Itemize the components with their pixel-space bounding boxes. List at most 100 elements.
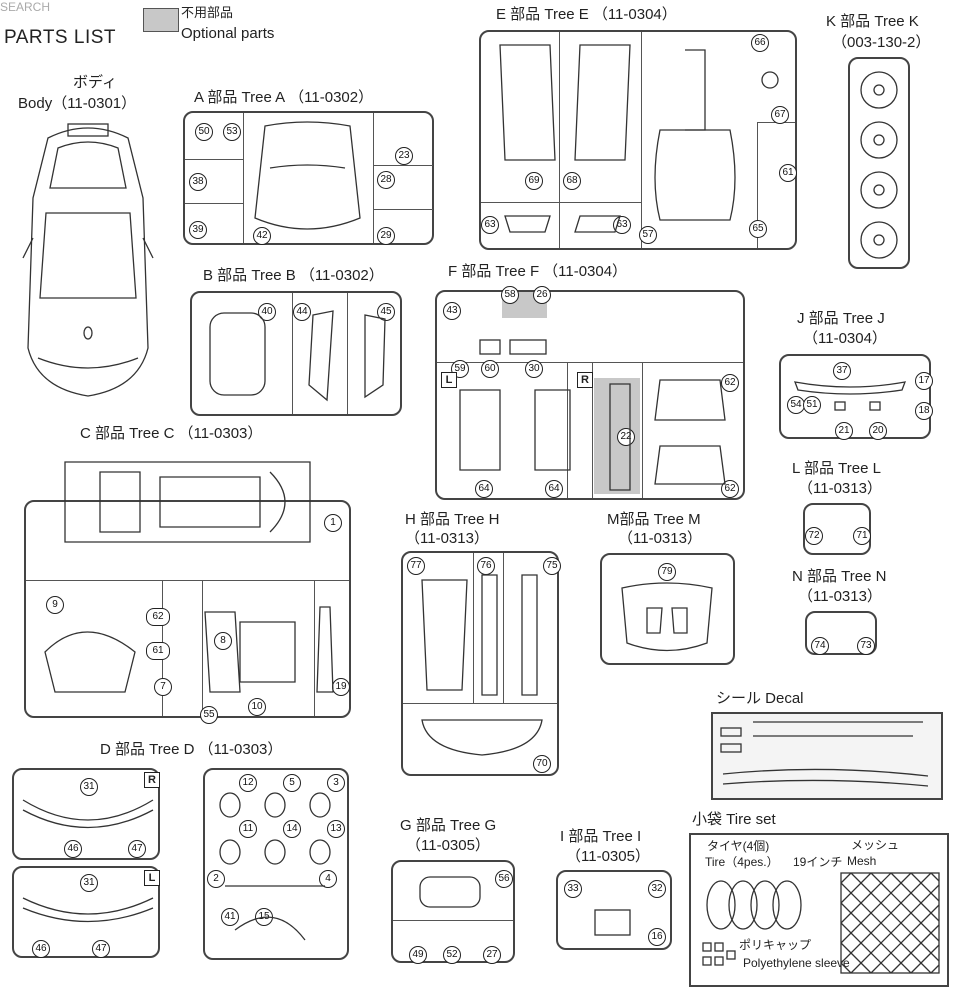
tree-k-wheels-drawing [860, 71, 898, 259]
part-number: 62 [721, 374, 739, 392]
part-number: 62 [146, 608, 170, 626]
part-number: 79 [658, 563, 676, 581]
tree-i-label: I 部品 Tree I [560, 828, 642, 845]
part-number: 74 [811, 637, 829, 655]
mesh-label-en: Mesh [847, 854, 877, 868]
part-number: 9 [46, 596, 64, 614]
part-number: 54 [787, 396, 805, 414]
part-number: 71 [853, 527, 871, 545]
tree-l-frame: 72 71 [803, 503, 871, 555]
mesh-drawing [840, 872, 940, 974]
watermark: SEARCH [0, 0, 51, 14]
tree-a-frame: 50 53 23 38 28 39 42 29 [183, 111, 434, 245]
tree-k-frame [848, 57, 910, 269]
tire-set-label: 小袋 Tire set [692, 811, 776, 828]
tree-d-wheels-drawing [219, 792, 331, 941]
part-number: 38 [189, 173, 207, 191]
tree-m-hood-drawing [621, 582, 713, 652]
tree-n-frame: 74 73 [805, 611, 877, 655]
marker-r: R [144, 772, 160, 788]
tree-j-parts-drawing [793, 381, 907, 411]
part-number: 28 [377, 171, 395, 189]
part-number: 29 [377, 227, 395, 245]
tree-e-interior-drawing [499, 44, 779, 233]
part-number: 68 [563, 172, 581, 190]
part-number: 13 [327, 820, 345, 838]
tree-j-frame: 37 17 54 51 18 21 20 [779, 354, 933, 440]
part-number: 69 [525, 172, 543, 190]
tree-f-seats-drawing [459, 339, 726, 491]
tree-j-id: （11-0304） [803, 330, 887, 347]
part-number: 11 [239, 820, 257, 838]
part-number: 43 [443, 302, 461, 320]
part-number: 61 [146, 642, 170, 660]
tree-c-frame: 1 9 62 61 7 8 10 55 19 [24, 500, 351, 724]
body-shell-drawing [22, 123, 154, 397]
tree-n-label: N 部品 Tree N [792, 568, 887, 585]
part-number: 5 [283, 774, 301, 792]
part-number: 46 [32, 940, 50, 958]
part-number: 21 [835, 422, 853, 440]
part-number: 51 [803, 396, 821, 414]
part-number: 57 [639, 226, 657, 244]
part-number: 8 [214, 632, 232, 650]
part-number: 18 [915, 402, 933, 420]
part-number: 23 [395, 147, 413, 165]
part-number: 41 [221, 908, 239, 926]
part-number: 73 [857, 637, 875, 655]
tree-b-label: B 部品 Tree B（11-0302） [203, 267, 384, 284]
part-number: 26 [533, 286, 551, 304]
part-number: 50 [195, 123, 213, 141]
part-number: 3 [327, 774, 345, 792]
tree-i-parts-drawing [594, 909, 631, 936]
tree-j-label: J 部品 Tree J [797, 310, 885, 327]
tree-e-frame: 66 67 69 68 61 63 63 57 65 [479, 30, 797, 250]
part-number: 49 [409, 946, 427, 964]
tree-m-id: （11-0313） [618, 530, 702, 547]
part-number: 75 [543, 557, 561, 575]
tree-g-parts-drawing [419, 876, 481, 908]
tree-m-frame: 79 [600, 553, 735, 665]
tree-k-id: （003-130-2） [832, 34, 931, 51]
tire-label-en: Tire（4pes.） [705, 855, 779, 869]
tire-size: 19インチ [793, 855, 843, 869]
part-number: 10 [248, 698, 266, 716]
tree-d-label: D 部品 Tree D（11-0303） [100, 741, 283, 758]
part-number: 65 [749, 220, 767, 238]
parts-list-title: PARTS LIST [4, 27, 116, 48]
part-number: 63 [613, 216, 631, 234]
part-number: 1 [324, 514, 342, 532]
body-label: Body（11-0301） [18, 95, 137, 112]
tire-set-box: タイヤ(4個) Tire（4pes.） 19インチ メッシュ Mesh ポリキャ… [689, 833, 949, 987]
tree-g-frame: 56 49 52 27 [391, 860, 515, 964]
marker-r: R [577, 372, 593, 388]
part-number: 12 [239, 774, 257, 792]
part-number: 17 [915, 372, 933, 390]
marker-l: L [441, 372, 457, 388]
part-number: 60 [481, 360, 499, 378]
tree-d-left-bottom: L 31 46 47 [12, 866, 160, 958]
decal-sheet [711, 712, 943, 800]
part-number: 64 [545, 480, 563, 498]
tree-n-id: （11-0313） [798, 588, 882, 605]
part-number: 2 [207, 870, 225, 888]
tree-c-label: C 部品 Tree C（11-0303） [80, 425, 263, 442]
tree-m-label: M部品 Tree M [607, 511, 701, 528]
tree-c-chassis-drawing [64, 461, 311, 543]
tree-a-roof-drawing [254, 121, 361, 230]
tires-drawing [706, 880, 802, 930]
tree-i-id: （11-0305） [566, 848, 650, 865]
part-number: 47 [92, 940, 110, 958]
part-number: 61 [779, 164, 797, 182]
tree-k-label: K 部品 Tree K [826, 13, 919, 30]
tree-h-id: （11-0313） [405, 530, 489, 547]
part-number: 16 [648, 928, 666, 946]
part-number: 66 [751, 34, 769, 52]
tree-h-bumpers-drawing [421, 574, 543, 756]
tree-d-left-top: R 31 46 47 [12, 768, 160, 860]
part-number: 72 [805, 527, 823, 545]
part-number: 77 [407, 557, 425, 575]
tree-h-label: H 部品 Tree H [405, 511, 500, 528]
tree-e-label: E 部品 Tree E（11-0304） [496, 6, 677, 23]
part-number: 67 [771, 106, 789, 124]
